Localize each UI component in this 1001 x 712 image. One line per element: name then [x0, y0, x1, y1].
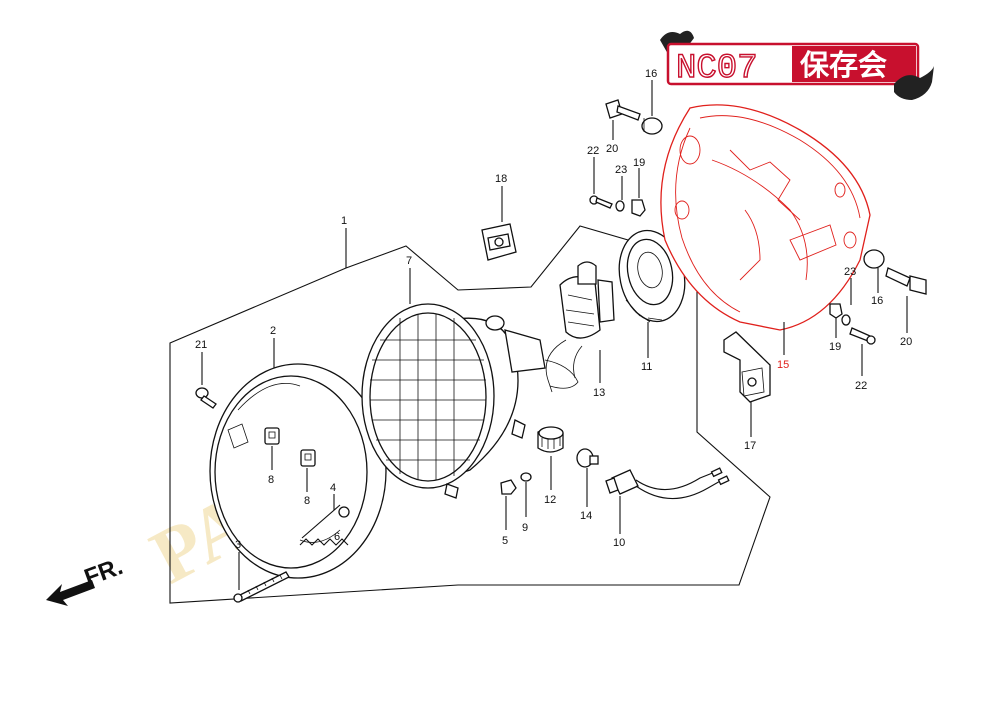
- callout-16a[interactable]: 16: [645, 68, 657, 80]
- callout-19a[interactable]: 19: [633, 157, 645, 169]
- part-5-nut: [500, 479, 517, 495]
- callout-22b[interactable]: 22: [855, 380, 867, 392]
- part-8-clip-upper: [264, 427, 280, 445]
- logo-latin-text: NC07: [676, 50, 758, 88]
- part-12-socket: [537, 426, 564, 453]
- front-arrow-icon: [46, 580, 95, 606]
- part-21-screw: [195, 387, 217, 409]
- callout-13[interactable]: 13: [593, 387, 605, 399]
- part-16-collar-lower: [863, 249, 885, 269]
- leader-lines: [201, 80, 908, 590]
- front-label: FR.: [81, 553, 127, 592]
- logo: NC07 保存会: [660, 30, 934, 100]
- part-7-headlight-unit: [361, 303, 579, 499]
- callout-3[interactable]: 3: [235, 539, 241, 551]
- front-direction-indicator: FR.: [46, 553, 126, 606]
- part-2-headlight-rim: [209, 363, 387, 579]
- part-8-clip-lower: [300, 449, 316, 467]
- callout-5[interactable]: 5: [502, 535, 508, 547]
- part-18-clip: [481, 223, 517, 261]
- callout-16b[interactable]: 16: [871, 295, 883, 307]
- part-17-bracket: [723, 331, 771, 403]
- callouts: 1 2 3 4 5 6 7 8 8 9 10 11 12 13 14 15 16…: [195, 68, 912, 551]
- part-22-screw-upper: [589, 195, 613, 209]
- part-13-halogen-bulb: [545, 261, 615, 393]
- part-10-socket-wire: [605, 467, 730, 500]
- part-22-screw-lower: [849, 327, 876, 345]
- logo-cjk-panel: [792, 46, 916, 82]
- callout-8a[interactable]: 8: [268, 474, 274, 486]
- part-20-bolt-upper: [605, 99, 641, 121]
- callout-6[interactable]: 6: [334, 531, 340, 543]
- callout-7[interactable]: 7: [406, 255, 412, 267]
- part-19-nut-upper: [631, 199, 646, 217]
- callout-10[interactable]: 10: [613, 537, 625, 549]
- callout-20b[interactable]: 20: [900, 336, 912, 348]
- part-23-washer-upper: [615, 200, 625, 212]
- callout-20a[interactable]: 20: [606, 143, 618, 155]
- callout-23a[interactable]: 23: [615, 164, 627, 176]
- callout-4[interactable]: 4: [330, 482, 336, 494]
- part-16-collar-upper: [641, 117, 663, 135]
- callout-21[interactable]: 21: [195, 339, 207, 351]
- part-19-nut-lower: [829, 303, 843, 319]
- callout-15[interactable]: 15: [777, 359, 789, 371]
- part-14-bulb: [576, 448, 599, 468]
- part-23-washer-lower: [841, 314, 851, 326]
- callout-8b[interactable]: 8: [304, 495, 310, 507]
- turtle-emblem-icon: [894, 66, 934, 100]
- callout-22a[interactable]: 22: [587, 145, 599, 157]
- callout-9[interactable]: 9: [522, 522, 528, 534]
- callout-11[interactable]: 11: [641, 361, 652, 373]
- part-3-long-screw: [233, 571, 290, 603]
- callout-23b[interactable]: 23: [844, 266, 856, 278]
- part-4-spring: [299, 504, 349, 546]
- part-15-housing: [660, 104, 871, 331]
- callout-18[interactable]: 18: [495, 173, 507, 185]
- callout-14[interactable]: 14: [580, 510, 592, 522]
- part-11-retainer: [618, 229, 686, 323]
- logo-cjk-text: 保存会: [799, 48, 887, 82]
- part-9-grommet: [520, 472, 532, 482]
- callout-2[interactable]: 2: [270, 325, 276, 337]
- callout-1[interactable]: 1: [341, 215, 347, 227]
- callout-19b[interactable]: 19: [829, 341, 841, 353]
- part-6-screw: [338, 506, 350, 518]
- part-20-bolt-lower: [885, 267, 927, 295]
- callout-12[interactable]: 12: [544, 494, 556, 506]
- callout-17[interactable]: 17: [744, 440, 756, 452]
